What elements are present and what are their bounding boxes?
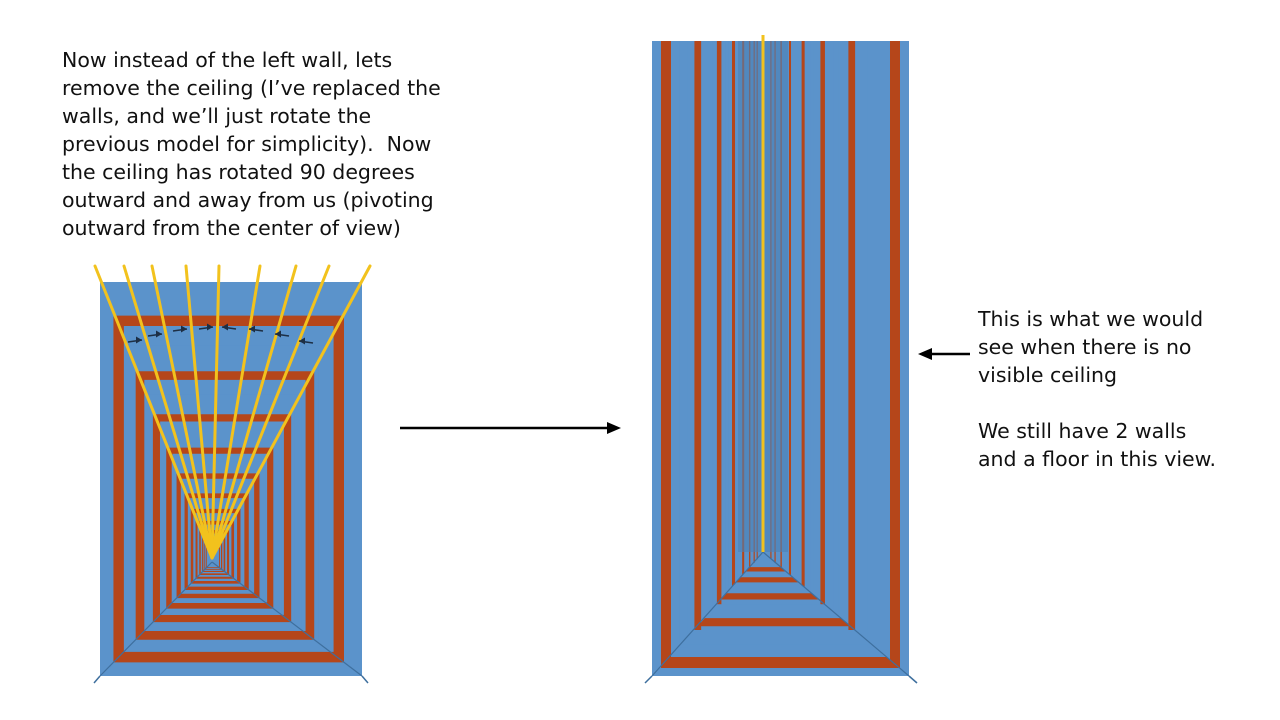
sight-ray (93, 264, 214, 560)
intro-line: Now instead of the left wall, lets (62, 48, 393, 72)
note2-line: We still have 2 walls (978, 419, 1187, 443)
sight-ray (184, 264, 214, 560)
sight-ray (210, 264, 262, 560)
right-wall-stripe (801, 41, 805, 588)
sight-ray (210, 264, 221, 560)
floor-band (721, 593, 820, 600)
no-ceiling-note: This is what we would see when there is … (978, 305, 1203, 389)
right-wall-stripe (833, 41, 839, 616)
curved-rotation-arrowhead (249, 325, 255, 333)
right-wall-stripe (820, 41, 825, 605)
intro-text: Now instead of the left wall, lets remov… (62, 46, 441, 242)
floor-band (710, 604, 834, 612)
base-tick-line (361, 675, 369, 684)
floor-band (697, 618, 851, 627)
right-wall-stripe (848, 41, 856, 630)
corner-edge-line (651, 551, 764, 677)
curved-rotation-arrowhead (136, 336, 142, 344)
note2-line: and a floor in this view. (978, 447, 1217, 471)
left-wall-stripe (731, 41, 736, 588)
sight-ray (122, 264, 214, 560)
left-wall-stripe (694, 41, 702, 630)
sight-ray (210, 264, 298, 560)
base-tick-line (644, 675, 653, 684)
note-line: This is what we would (978, 307, 1204, 331)
left-wall-stripe (706, 41, 713, 616)
right-wall-stripe (788, 41, 792, 576)
sight-ray (210, 264, 331, 560)
curved-rotation-arrowhead (181, 325, 187, 333)
base-tick-line (93, 675, 101, 684)
note-line: visible ceiling (978, 363, 1118, 387)
corner-edge-line (211, 561, 363, 677)
right-wall-stripe (867, 41, 876, 648)
left-wall-stripe (661, 41, 671, 668)
right-wall-stripe (890, 41, 900, 668)
walls-floor-note: We still have 2 walls and a floor in thi… (978, 417, 1216, 473)
intro-line: previous model for simplicity). Now (62, 132, 432, 156)
left-wall-stripe (679, 41, 688, 648)
curved-rotation-arrowhead (156, 330, 162, 338)
floor-band (661, 657, 900, 668)
intro-line: outward and away from us (pivoting (62, 188, 434, 212)
curved-rotation-arrowhead (299, 337, 305, 345)
intro-line: outward from the center of view) (62, 216, 401, 240)
corner-edge-line (99, 561, 213, 677)
left-corridor-diagram (93, 264, 372, 684)
base-tick-line (908, 675, 918, 684)
curved-rotation-arrowhead (275, 330, 281, 338)
sight-ray (150, 264, 214, 560)
transition-arrow-head (607, 422, 621, 434)
note-line: see when there is no (978, 335, 1192, 359)
right-wall-stripe (810, 41, 814, 596)
right-corridor-diagram (644, 35, 918, 684)
sight-ray (210, 264, 372, 560)
intro-line: the ceiling has rotated 90 degrees (62, 160, 415, 184)
left-wall-stripe (725, 41, 729, 596)
right-wall-stripe (794, 41, 798, 581)
floor-band (729, 584, 808, 591)
corner-edge-line (762, 551, 910, 677)
curved-rotation-arrowhead (207, 323, 213, 331)
left-wall-stripe (716, 41, 722, 605)
pointer-arrow-head (918, 348, 932, 360)
floor-band (736, 577, 799, 583)
floor-band (681, 635, 873, 645)
intro-line: walls, and we’ll just rotate the (62, 104, 372, 128)
floor-band (745, 567, 786, 572)
floor-band (741, 571, 792, 577)
connector-arrows (400, 348, 970, 434)
intro-line: remove the ceiling (I’ve replaced the (62, 76, 441, 100)
curved-rotation-arrowhead (222, 323, 228, 331)
